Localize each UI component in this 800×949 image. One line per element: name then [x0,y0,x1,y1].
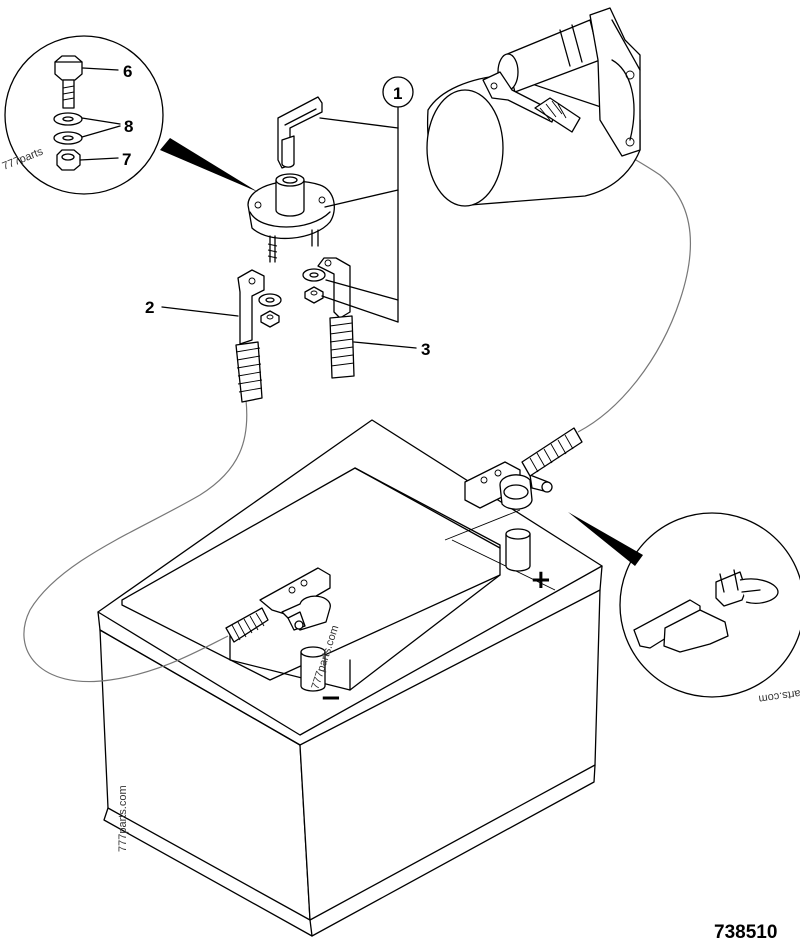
bolt-6 [54,55,83,109]
callout-6: 6 [123,62,132,81]
callout-7: 7 [122,150,131,169]
negative-symbol: − [320,683,342,713]
callout-1-group: 1 [319,76,414,323]
watermark-battery-side: 777parts.com [117,785,129,852]
negative-terminal-post [300,646,326,692]
washer-nut-left [258,293,282,328]
callout-1: 1 [393,84,402,103]
negative-cable [23,399,248,683]
starter-motor [426,7,641,207]
callout-8: 8 [124,117,133,136]
isolator-switch [247,96,335,263]
negative-battery-clamp [259,567,331,631]
positive-symbol: + [530,565,552,595]
diagram-reference-number: 738510 [714,922,777,943]
negative-cable-boot [225,607,269,643]
positive-cable-boot [521,427,583,477]
washers-8 [53,112,83,145]
hardware-detail-inset: 6 8 7 777parts [1,35,258,195]
nut-7 [56,149,81,171]
watermark-right-inset: arts.com [758,687,800,705]
terminal-detail-inset: arts.com [568,512,800,705]
positive-terminal-post [505,528,531,572]
washer-nut-right [302,268,326,304]
positive-battery-clamp [464,461,553,510]
callout-3: 3 [421,340,430,359]
cable-lug-2 [235,269,265,403]
callout-2: 2 [145,298,154,317]
isolator-key [277,96,323,169]
